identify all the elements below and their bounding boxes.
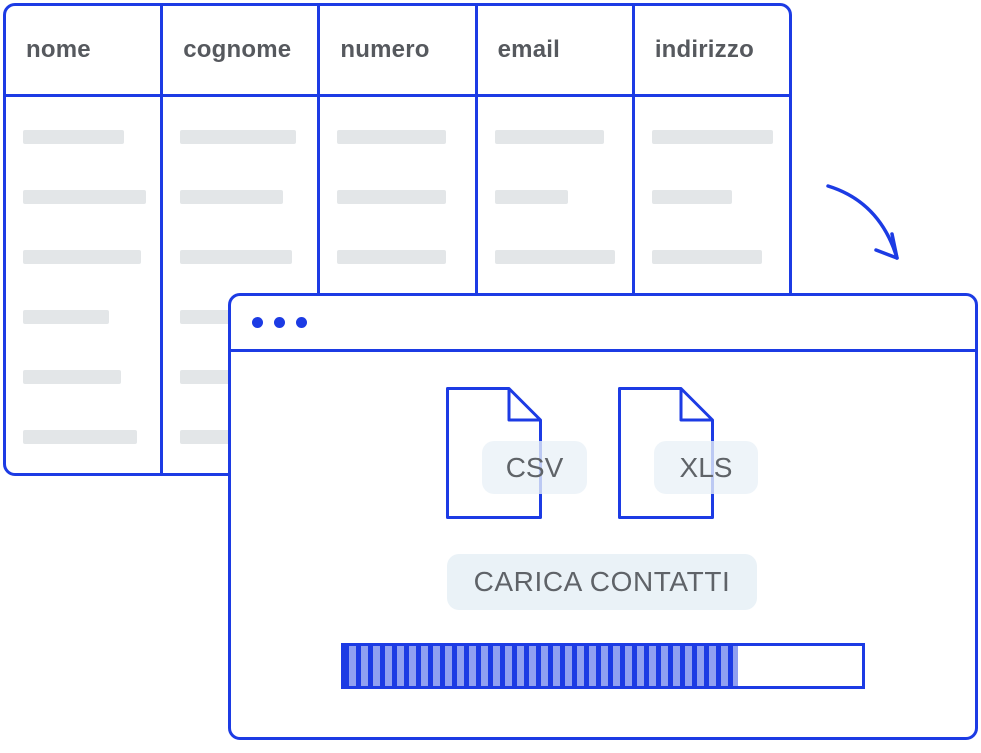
placeholder-text-bar [23,310,109,324]
load-contacts-button[interactable]: CARICA CONTATTI [447,554,757,610]
csv-chip-label: CSV [505,451,564,483]
xls-chip-label: XLS [679,451,733,483]
curved-arrow-icon [826,184,899,260]
column-header: cognome [163,6,318,97]
column-body [163,97,317,473]
placeholder-text-bar [180,310,236,324]
csv-format-chip[interactable]: CSV [482,441,587,494]
placeholder-text-bar [651,130,773,144]
column-header: email [477,6,632,97]
table-column-indirizzo: indirizzo [634,6,789,473]
placeholder-text-bar [180,370,231,384]
placeholder-text-bar [180,130,297,144]
column-body [635,97,789,473]
column-header: nome [6,6,161,97]
table-column-cognome: cognome [163,6,321,473]
placeholder-text-bar [651,250,762,264]
column-body [320,97,474,473]
window-body: CSV XLS CARICA CONTATTI [231,352,975,734]
table-column-email: email [477,6,635,473]
placeholder-text-bar [180,190,284,204]
placeholder-text-bar [180,250,293,264]
placeholder-text-bar [23,190,146,204]
placeholder-text-bar [494,190,568,204]
placeholder-text-bar [494,250,615,264]
upload-progress-fill [344,646,738,686]
xls-format-chip[interactable]: XLS [654,441,758,494]
column-header: numero [320,6,475,97]
placeholder-text-bar [337,190,447,204]
table-column-nome: nome [6,6,164,473]
column-body [6,97,160,473]
placeholder-text-bar [23,130,124,144]
placeholder-text-bar [23,370,121,384]
placeholder-text-bar [180,430,233,444]
window-titlebar [231,296,975,352]
window-dot-icon[interactable] [252,317,263,328]
placeholder-text-bar [651,190,732,204]
table-column-numero: numero [320,6,478,473]
upload-window: CSV XLS CARICA CONTATTI [228,293,978,740]
placeholder-text-bar [23,430,137,444]
column-header: indirizzo [634,6,789,97]
window-dot-icon[interactable] [274,317,285,328]
column-body [478,97,632,473]
placeholder-text-bar [494,130,604,144]
placeholder-text-bar [337,250,447,264]
window-dot-icon[interactable] [296,317,307,328]
upload-progress-bar [341,643,865,689]
placeholder-text-bar [23,250,141,264]
placeholder-text-bar [337,130,447,144]
